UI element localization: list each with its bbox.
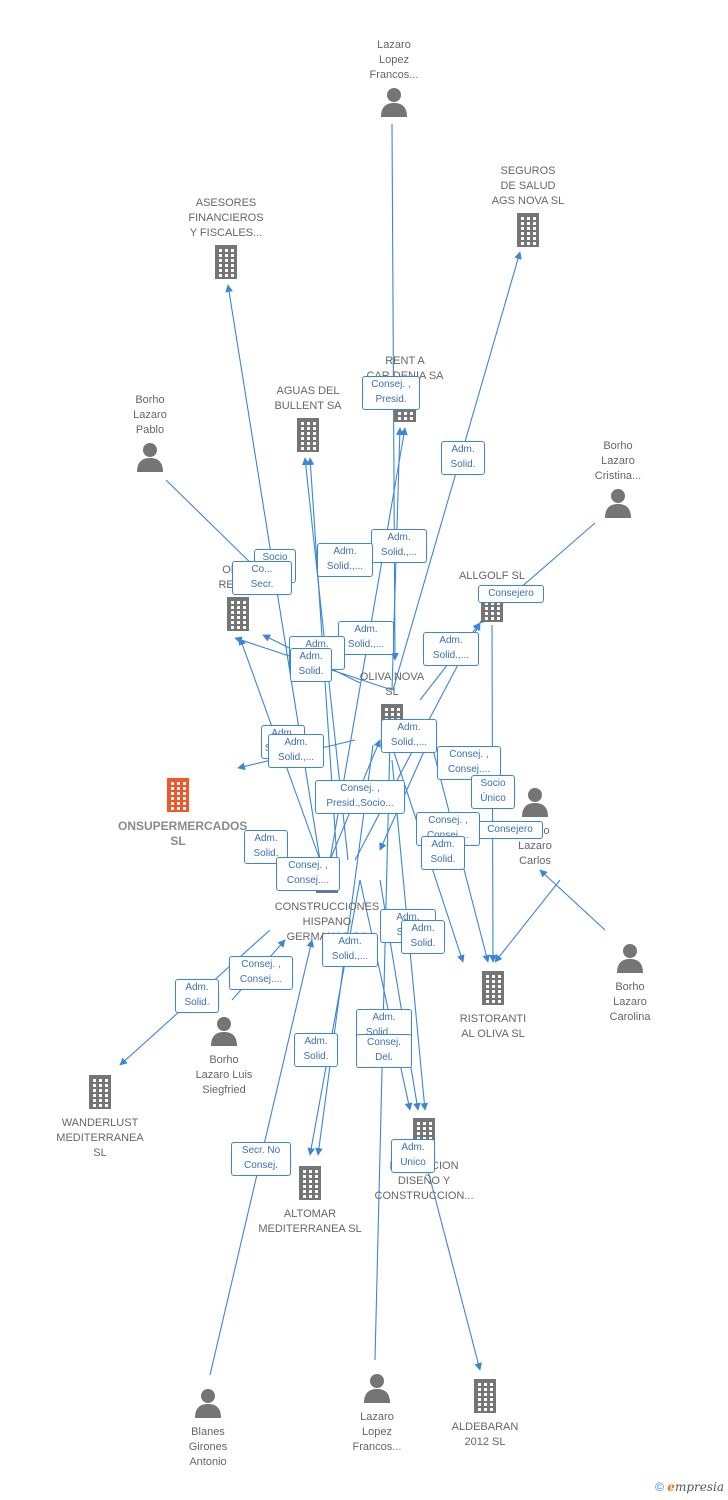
node-label: Blanes Girones Antonio xyxy=(188,1426,228,1468)
person-icon xyxy=(334,87,454,122)
node-label: ONSUPERMERCADOS SL xyxy=(118,819,248,848)
building-icon xyxy=(468,213,588,252)
node-label: Borho Lazaro Carolina xyxy=(609,981,651,1023)
edge-role-label[interactable]: Consejero xyxy=(477,821,543,839)
edge-role-label[interactable]: Consej. , Presid. xyxy=(362,376,420,410)
building-icon xyxy=(40,1075,160,1114)
building-icon xyxy=(248,418,368,457)
empresia-logo: empresia xyxy=(667,1480,724,1494)
edge-role-label[interactable]: Consej. , Consej.... xyxy=(276,857,340,891)
edge-role-label[interactable]: Consejero xyxy=(478,585,544,603)
node-lazaro_bottom[interactable]: Lazaro Lopez Francos... xyxy=(317,1373,437,1455)
edge-role-label[interactable]: Adm. Solid.,... xyxy=(268,734,324,768)
edge-role-label[interactable]: Secr. No Consej. xyxy=(231,1142,291,1176)
edge-role-label[interactable]: Consej. , Presid.,Socio... xyxy=(315,780,405,814)
node-borho_luis[interactable]: Borho Lazaro Luis Siegfried xyxy=(164,1016,284,1098)
node-borho_cristina[interactable]: Borho Lazaro Cristina... xyxy=(558,439,678,523)
edge-role-label[interactable]: Adm. Solid. xyxy=(290,648,332,682)
building-icon xyxy=(118,778,238,817)
node-label: Borho Lazaro Cristina... xyxy=(594,440,642,482)
edge-role-label[interactable]: Adm. Solid. xyxy=(441,441,485,475)
empresia-logo-e: e xyxy=(667,1480,675,1494)
building-icon xyxy=(166,245,286,284)
building-icon xyxy=(433,971,553,1010)
edge-role-label[interactable]: Adm. Solid. xyxy=(421,836,465,870)
edge-role-label[interactable]: Adm. Solid.,... xyxy=(317,543,373,577)
empresia-logo-text: mpresia xyxy=(674,1480,724,1494)
node-label: Lazaro Lopez Francos... xyxy=(369,39,419,81)
person-icon xyxy=(164,1016,284,1051)
node-borho_pablo[interactable]: Borho Lazaro Pablo xyxy=(90,393,210,477)
edge-role-label[interactable]: Consej. Del. xyxy=(356,1034,412,1068)
node-borho_carolina[interactable]: Borho Lazaro Carolina xyxy=(570,943,690,1025)
edge-role-label[interactable]: Adm. Solid. xyxy=(244,830,288,864)
node-label: WANDERLUST MEDITERRANEA SL xyxy=(56,1117,144,1159)
node-label: Borho Lazaro Luis Siegfried xyxy=(195,1054,253,1096)
node-lazaro_top[interactable]: Lazaro Lopez Francos... xyxy=(334,38,454,122)
edge-role-label[interactable]: Adm. Solid.,... xyxy=(322,933,378,967)
node-asesores[interactable]: ASESORES FINANCIEROS Y FISCALES... xyxy=(166,196,286,284)
person-icon xyxy=(148,1388,268,1423)
node-aldebaran[interactable]: ALDEBARAN 2012 SL xyxy=(425,1379,545,1450)
building-icon xyxy=(178,597,298,636)
edge-role-label[interactable]: Socio Único xyxy=(471,775,515,809)
edge-line-32 xyxy=(359,879,413,1111)
person-icon xyxy=(570,943,690,978)
node-label: RISTORANTI AL OLIVA SL xyxy=(459,1013,527,1040)
node-aguas[interactable]: AGUAS DEL BULLENT SA xyxy=(248,384,368,457)
building-icon xyxy=(250,1166,370,1205)
edge-role-label[interactable]: Adm. Solid.,... xyxy=(338,621,394,655)
edge-role-label[interactable]: Adm. Solid. xyxy=(175,979,219,1013)
node-label: OLIVA NOVA SL xyxy=(359,671,425,698)
node-seguros[interactable]: SEGUROS DE SALUD AGS NOVA SL xyxy=(468,164,588,252)
edge-role-label[interactable]: Co... Secr. xyxy=(232,561,292,595)
node-label: AGUAS DEL BULLENT SA xyxy=(274,385,342,412)
node-label: SEGUROS DE SALUD AGS NOVA SL xyxy=(491,165,565,207)
person-icon xyxy=(317,1373,437,1408)
node-label: ALTOMAR MEDITERRANEA SL xyxy=(258,1208,362,1235)
node-onsuper[interactable]: ONSUPERMERCADOS SL xyxy=(118,778,248,849)
edge-line-8 xyxy=(165,479,264,576)
edge-role-label[interactable]: Consej. , Consej.... xyxy=(229,956,293,990)
person-icon xyxy=(558,488,678,523)
node-altomar[interactable]: ALTOMAR MEDITERRANEA SL xyxy=(250,1166,370,1237)
node-ristoranti[interactable]: RISTORANTI AL OLIVA SL xyxy=(433,971,553,1042)
node-label: ALLGOLF SL xyxy=(458,570,526,582)
building-icon xyxy=(425,1379,545,1418)
node-label: Lazaro Lopez Francos... xyxy=(352,1411,402,1453)
edge-line-27 xyxy=(419,1139,482,1371)
node-blanes[interactable]: Blanes Girones Antonio xyxy=(148,1388,268,1470)
edge-role-label[interactable]: Adm. Unico xyxy=(391,1139,435,1173)
node-label: ASESORES FINANCIEROS Y FISCALES... xyxy=(188,197,264,239)
node-label: Borho Lazaro Pablo xyxy=(133,394,167,436)
edge-line-24 xyxy=(539,869,606,931)
person-icon xyxy=(90,442,210,477)
node-wanderlust[interactable]: WANDERLUST MEDITERRANEA SL xyxy=(40,1075,160,1161)
footer-brand[interactable]: © empresia xyxy=(655,1480,724,1494)
edge-role-label[interactable]: Consej. , Consej.... xyxy=(437,746,501,780)
edge-role-label[interactable]: Adm. Solid.,... xyxy=(423,632,479,666)
edge-line-22 xyxy=(494,879,561,963)
node-label: ALDEBARAN 2012 SL xyxy=(451,1421,519,1448)
person-icon xyxy=(475,787,595,822)
copyright-symbol: © xyxy=(655,1480,664,1494)
edge-role-label[interactable]: Adm. Solid.,... xyxy=(381,719,437,753)
edge-role-label[interactable]: Adm. Solid. xyxy=(401,920,445,954)
edge-role-label[interactable]: Adm. Solid. xyxy=(294,1033,338,1067)
edge-role-label[interactable]: Adm. Solid.,... xyxy=(371,529,427,563)
edge-line-19 xyxy=(307,879,361,1156)
